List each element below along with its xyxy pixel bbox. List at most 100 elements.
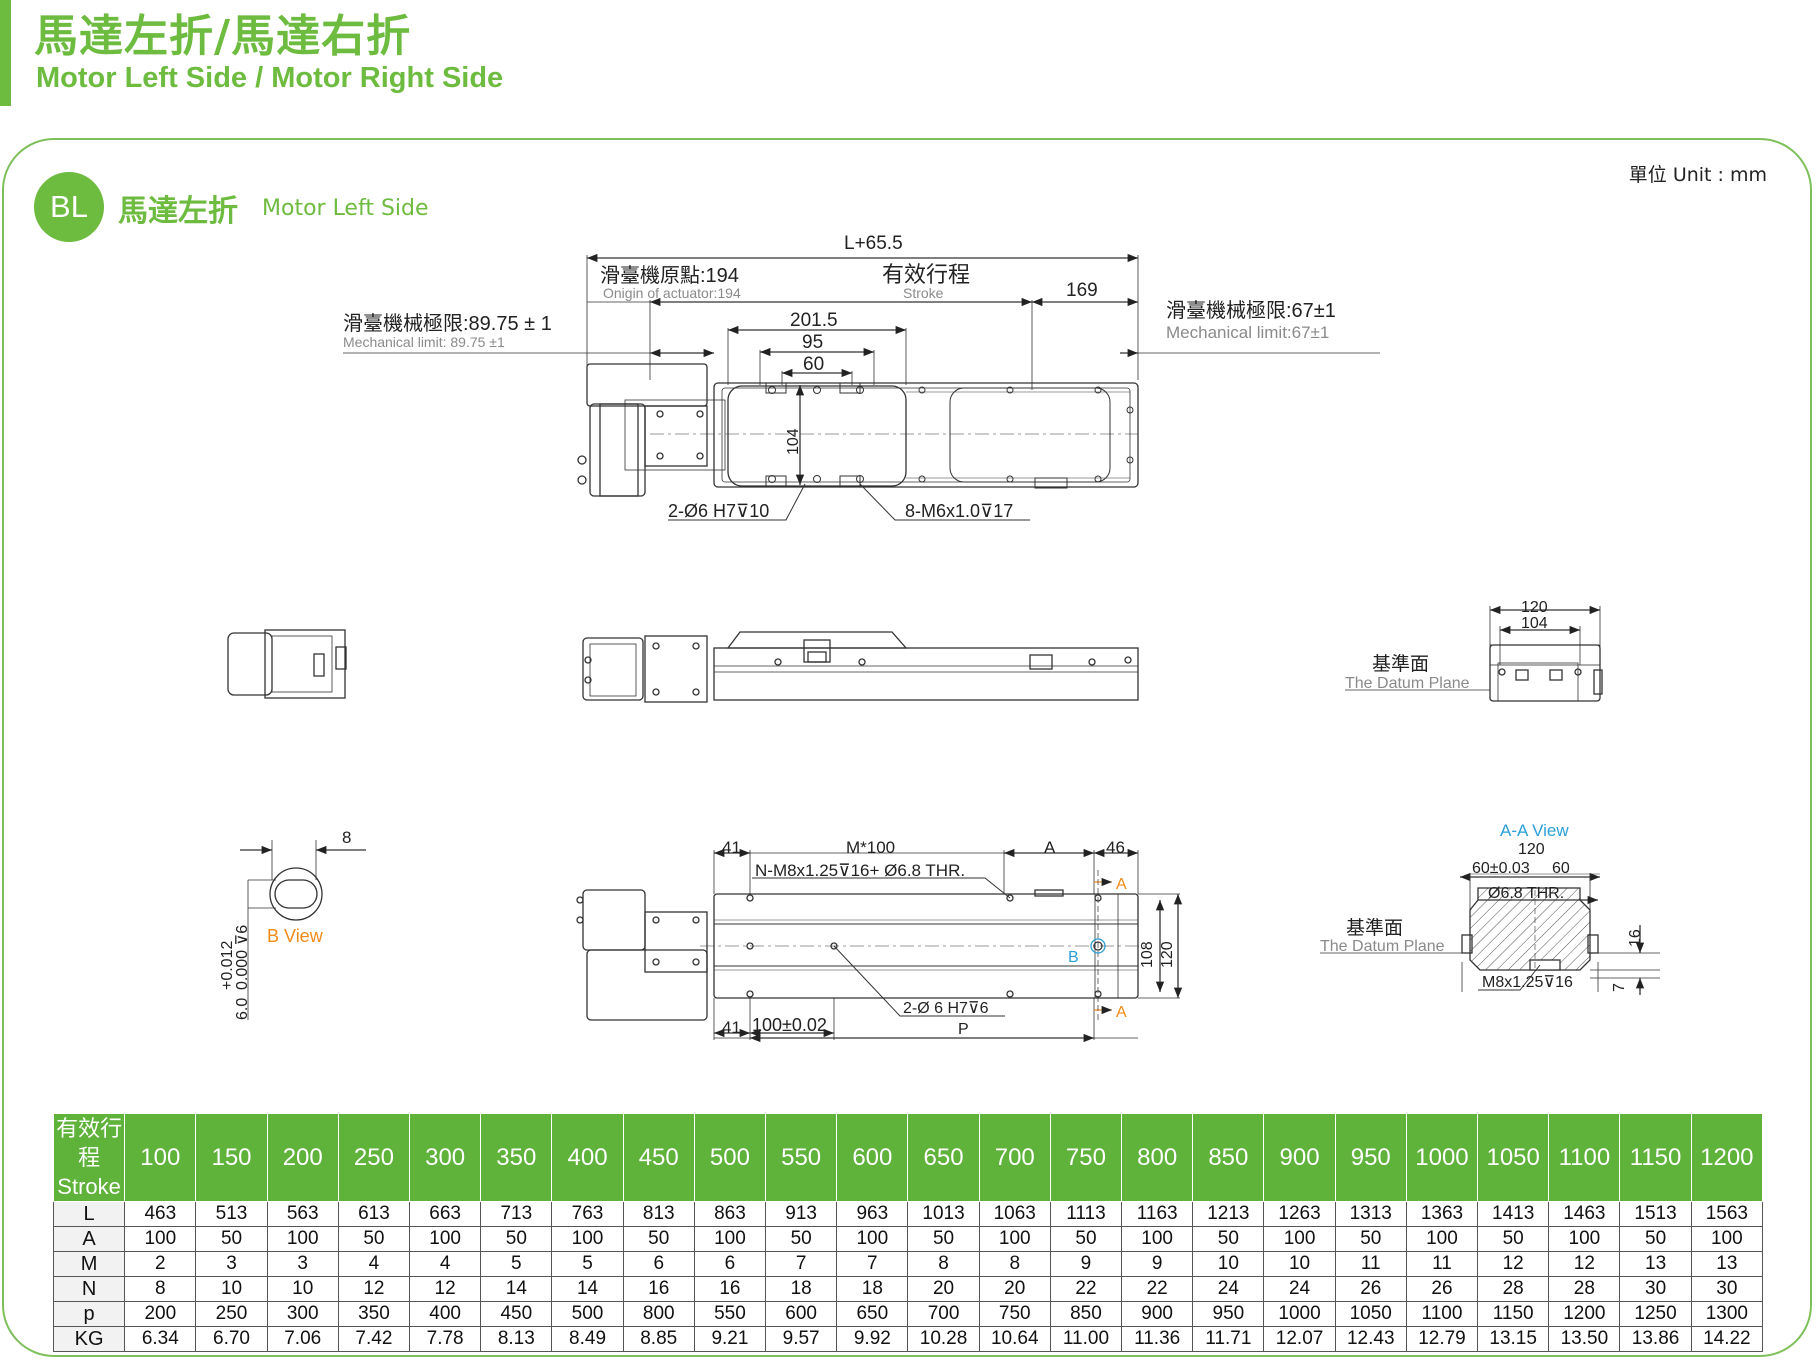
spec-header-cell: 800	[1121, 1113, 1194, 1202]
table-cell: 10.28	[907, 1326, 980, 1352]
table-cell: 100	[551, 1226, 624, 1252]
b-view	[240, 840, 366, 1020]
table-cell: 8	[978, 1251, 1051, 1277]
title-accent-bar	[0, 0, 11, 106]
b-tol-3: 6.0	[234, 998, 251, 1020]
table-cell: 11.00	[1049, 1326, 1123, 1352]
table-cell: 1513	[1619, 1201, 1692, 1227]
table-cell: 2	[124, 1251, 197, 1277]
table-cell: 50	[622, 1226, 695, 1252]
table-cell: 9.21	[693, 1326, 767, 1352]
origin-label-en: Onigin of actuator:194	[603, 285, 741, 301]
row-label: M	[52, 1251, 126, 1277]
table-cell: 863	[693, 1201, 767, 1227]
bottom-note-thread: N-M8x1.25⊽16+ Ø6.8 THR.	[755, 861, 965, 880]
b-view-title: B View	[267, 926, 324, 946]
table-cell: 1113	[1049, 1201, 1123, 1227]
note-tap: 8-M6x1.0⊽17	[905, 501, 1013, 521]
datum-en-2: The Datum Plane	[1320, 938, 1445, 955]
table-cell: 663	[409, 1201, 482, 1227]
row-label: A	[52, 1226, 126, 1252]
table-cell: 100	[836, 1226, 909, 1252]
table-cell: 650	[836, 1301, 909, 1327]
table-cell: 800	[622, 1301, 695, 1327]
spec-header-cell: 350	[480, 1113, 553, 1202]
table-cell: 13.50	[1548, 1326, 1621, 1352]
table-cell: 11	[1334, 1251, 1407, 1277]
table-cell: 963	[836, 1201, 909, 1227]
table-cell: 9.92	[836, 1326, 909, 1352]
section-marker-a-bottom: A	[1116, 1004, 1127, 1021]
table-cell: 1563	[1690, 1201, 1764, 1227]
dim-169: 169	[1066, 280, 1098, 301]
aa-view-title: A-A View	[1500, 821, 1569, 840]
table-cell: 24	[1192, 1276, 1265, 1302]
section-title-en: Motor Left Side	[262, 196, 429, 221]
table-cell: 350	[337, 1301, 411, 1327]
table-cell: 11.71	[1192, 1326, 1265, 1352]
aa-dim-60: 60	[1552, 860, 1570, 877]
origin-label-zh: 滑臺機原點:194	[600, 264, 739, 287]
table-cell: 850	[1049, 1301, 1123, 1327]
spec-header-cell: 900	[1263, 1113, 1336, 1202]
spec-header-cell: 250	[337, 1113, 411, 1202]
spec-header-cell: 400	[551, 1113, 624, 1202]
table-cell: 513	[195, 1201, 268, 1227]
table-cell: 50	[480, 1226, 553, 1252]
table-cell: 12	[1548, 1251, 1621, 1277]
page-title-zh: 馬達左折/馬達右折	[34, 11, 412, 62]
table-cell: 1050	[1334, 1301, 1407, 1327]
table-cell: 13	[1619, 1251, 1692, 1277]
table-cell: 3	[195, 1251, 268, 1277]
table-cell: 6	[693, 1251, 767, 1277]
b-tol-1: +0.012	[219, 941, 236, 990]
table-cell: 4	[337, 1251, 411, 1277]
table-cell: 8.13	[480, 1326, 553, 1352]
spec-header-cell: 100	[124, 1113, 197, 1202]
aa-dim-7: 7	[1611, 983, 1628, 992]
b-dim-8: 8	[342, 828, 351, 847]
table-cell: 700	[907, 1301, 980, 1327]
spec-header-cell: 300	[409, 1113, 482, 1202]
table-cell: 9	[1121, 1251, 1194, 1277]
spec-header-cell: 700	[978, 1113, 1051, 1202]
table-cell: 24	[1263, 1276, 1336, 1302]
bottom-dim-120: 120	[1159, 941, 1176, 968]
table-cell: 12.07	[1263, 1326, 1336, 1352]
table-cell: 50	[907, 1226, 980, 1252]
end-dim-104: 104	[1521, 615, 1548, 632]
table-cell: 7.78	[409, 1326, 482, 1352]
table-cell: 12	[1477, 1251, 1550, 1277]
table-cell: 1463	[1548, 1201, 1621, 1227]
top-view	[343, 253, 1380, 521]
end-view-labels: 120 104 基準面 The Datum Plane	[1345, 599, 1548, 692]
table-cell: 1213	[1192, 1201, 1265, 1227]
table-cell: 8.85	[622, 1326, 695, 1352]
spec-header-cell: 550	[765, 1113, 838, 1202]
table-cell: 8	[124, 1276, 197, 1302]
spec-header-cell: 150	[195, 1113, 268, 1202]
table-cell: 6.70	[195, 1326, 268, 1352]
table-cell: 1300	[1690, 1301, 1764, 1327]
table-cell: 9	[1049, 1251, 1123, 1277]
row-label: N	[52, 1276, 126, 1302]
datum-en-1: The Datum Plane	[1345, 675, 1470, 692]
page-title-en: Motor Left Side / Motor Right Side	[36, 62, 504, 94]
table-cell: 600	[765, 1301, 838, 1327]
table-cell: 450	[480, 1301, 553, 1327]
datum-zh-2: 基準面	[1346, 917, 1403, 939]
table-cell: 100	[1690, 1226, 1764, 1252]
table-cell: 1413	[1477, 1201, 1550, 1227]
spec-header-cell: 650	[907, 1113, 980, 1202]
table-cell: 100	[978, 1226, 1051, 1252]
stroke-label-zh: 有效行程	[882, 262, 970, 287]
table-cell: 6.34	[124, 1326, 197, 1352]
table-cell: 613	[337, 1201, 411, 1227]
table-cell: 18	[836, 1276, 909, 1302]
table-cell: 12	[409, 1276, 482, 1302]
bottom-dim-46: 46	[1106, 838, 1125, 857]
